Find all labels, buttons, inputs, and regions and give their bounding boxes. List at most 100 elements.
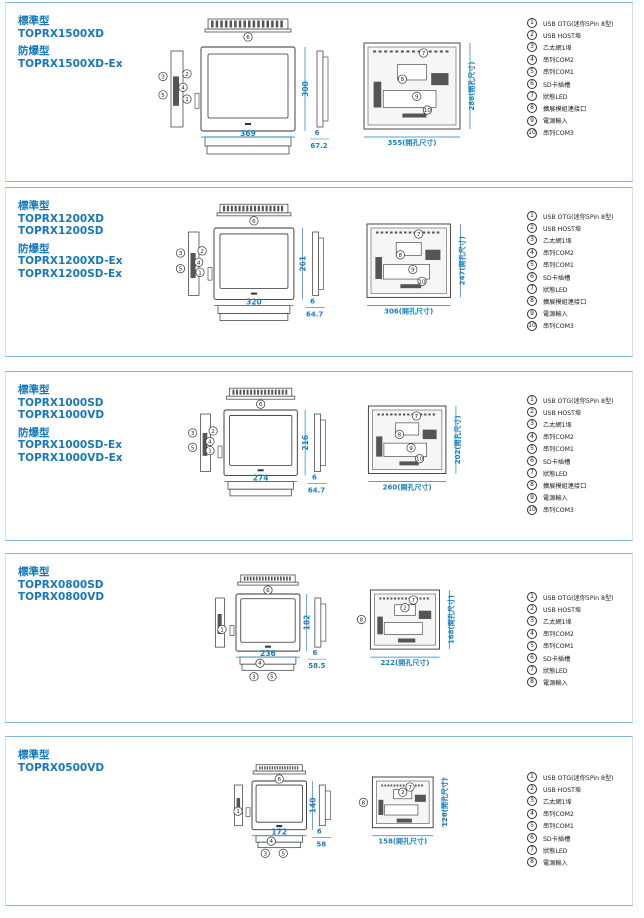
legend-number: 4	[527, 808, 537, 819]
legend-number: 7	[527, 91, 537, 102]
callout-7: 7	[408, 595, 418, 605]
legend-label: USB HOST埠	[543, 225, 582, 233]
svg-text:3: 3	[161, 74, 165, 80]
rear-view	[371, 776, 434, 829]
callout-1: 1	[217, 624, 227, 634]
callout-10: 10	[417, 276, 427, 286]
model-name: TOPRX1000SD	[18, 396, 104, 409]
callout-7: 7	[405, 782, 415, 792]
legend-number: 4	[527, 431, 537, 442]
depth-front-value: 6	[310, 297, 315, 305]
cutout-height-value: 286(開孔尺寸)	[467, 61, 476, 110]
depth-front-value: 6	[317, 828, 322, 836]
svg-text:9: 9	[409, 446, 413, 452]
svg-text:2: 2	[403, 606, 407, 612]
model-name: TOPRX0800SD	[18, 578, 104, 591]
legend-label: 擴展模組連接口	[543, 482, 587, 490]
callout-4: 4	[205, 436, 215, 446]
bottom-view	[227, 481, 294, 497]
width-value: 274	[253, 474, 269, 483]
rear-view	[366, 223, 451, 298]
svg-text:10: 10	[424, 108, 432, 114]
legend-number: 6	[527, 833, 537, 844]
front-view	[251, 780, 307, 831]
cutout-width-value: 306(開孔尺寸)	[384, 306, 433, 315]
legend-label: 擴展模組連接口	[543, 298, 587, 306]
callout-5: 5	[188, 442, 198, 452]
top-view	[204, 18, 292, 33]
right-side-view	[314, 413, 326, 472]
svg-text:6: 6	[266, 588, 270, 594]
legend-label: 串列COM1	[543, 446, 574, 454]
top-view	[226, 387, 296, 400]
rear-view	[369, 589, 440, 650]
legend-label: 狀態LED	[543, 470, 568, 478]
callout-1: 1	[205, 446, 215, 456]
height-value: 140	[308, 798, 317, 814]
rear-view	[363, 42, 461, 130]
svg-text:4: 4	[258, 661, 262, 667]
svg-text:1: 1	[236, 809, 240, 815]
legend-number: 5	[527, 640, 537, 651]
legend-label: 串列COM2	[543, 57, 574, 65]
legend-label: 乙太網1埠	[543, 44, 572, 52]
svg-text:7: 7	[408, 785, 412, 791]
legend-label: 電源輸入	[543, 118, 568, 126]
svg-text:6: 6	[252, 219, 256, 225]
svg-text:3: 3	[252, 675, 256, 681]
cutout-width-value: 355(開孔尺寸)	[387, 138, 436, 147]
model-type-label: 標準型	[18, 749, 50, 761]
model-name: TOPRX1500XD-Ex	[18, 57, 123, 70]
legend-number: 3	[527, 235, 537, 246]
legend-number: 9	[527, 308, 537, 319]
legend-number: 3	[527, 616, 537, 627]
svg-text:7: 7	[422, 51, 426, 57]
model-name: TOPRX1200SD	[18, 225, 104, 237]
left-side-view	[170, 50, 200, 128]
svg-text:5: 5	[161, 93, 165, 99]
legend-label: 擴展模組連接口	[543, 105, 587, 113]
legend-number: 6	[527, 653, 537, 664]
cutout-width-value: 222(開孔尺寸)	[380, 658, 429, 667]
legend-number: 5	[527, 66, 537, 77]
svg-text:8: 8	[398, 432, 402, 438]
legend-label: 狀態LED	[543, 847, 568, 855]
depth-front-value: 6	[312, 649, 317, 657]
bottom-view	[255, 835, 303, 849]
depth-total-value: 58.5	[308, 662, 325, 670]
callout-5: 5	[278, 848, 288, 858]
callout-10: 10	[422, 105, 432, 115]
callout-1: 1	[233, 806, 243, 816]
svg-text:5: 5	[179, 267, 183, 273]
bottom-view	[239, 656, 297, 671]
svg-text:1: 1	[198, 270, 202, 276]
front-view	[213, 227, 295, 300]
legend-label: 串列COM2	[543, 811, 574, 819]
left-side-view	[234, 784, 251, 827]
callout-8: 8	[356, 615, 366, 625]
front-view	[200, 46, 296, 132]
svg-text:9: 9	[415, 94, 419, 100]
legend-label: USB OTG(迷你5Pin 8型)	[543, 397, 614, 405]
